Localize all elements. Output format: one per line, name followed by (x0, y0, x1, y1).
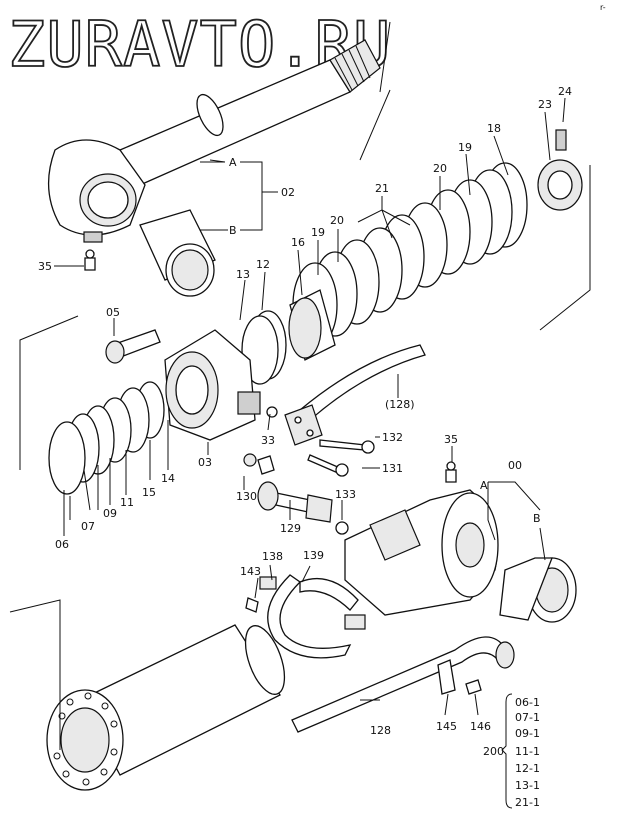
callout-03: 03 (198, 456, 212, 469)
callout-A-top: A (229, 156, 237, 169)
callout-128-paren: (128) (385, 398, 415, 411)
callout-130: 130 (236, 490, 257, 503)
callout-24: 24 (558, 85, 572, 98)
bolt-143 (245, 597, 259, 613)
callout-07: 07 (81, 520, 95, 533)
callout-33: 33 (261, 434, 275, 447)
grease-fitting-top (84, 249, 96, 271)
kit-item: 12-1 (515, 762, 540, 775)
head-seals (48, 381, 165, 495)
callout-14: 14 (161, 472, 175, 485)
callout-131: 131 (382, 462, 403, 475)
kit-item: 13-1 (515, 779, 540, 792)
callout-00: 00 (508, 459, 522, 472)
kit-item: 11-1 (515, 745, 540, 758)
tube-bushing (499, 557, 577, 623)
seal-kit-list: 200 06-1 07-1 09-1 11-1 12-1 13-1 21-1 (483, 693, 540, 809)
callout-A-bottom: A (480, 479, 488, 492)
kit-number: 200 (483, 745, 504, 758)
elbow-130 (243, 453, 275, 475)
rod-bushing (139, 209, 216, 297)
kit-item: 07-1 (515, 711, 540, 724)
callout-19a: 19 (458, 141, 472, 154)
bolts-131-132 (307, 439, 375, 477)
leader-lines (9, 21, 591, 750)
callout-B-top: B (229, 224, 237, 237)
callout-09: 09 (103, 507, 117, 520)
cylinder-barrel (46, 624, 286, 791)
callout-129: 129 (280, 522, 301, 535)
callout-23: 23 (538, 98, 552, 111)
callout-05: 05 (106, 306, 120, 319)
callout-21: 21 (375, 182, 389, 195)
callout-138: 138 (262, 550, 283, 563)
callout-13: 13 (236, 268, 250, 281)
callout-11: 11 (120, 496, 134, 509)
watermark-text: ZURAVTO.RU (8, 8, 391, 81)
callout-15: 15 (142, 486, 156, 499)
callout-19b: 19 (311, 226, 325, 239)
gland-nut (537, 129, 583, 211)
piston-rod (47, 39, 381, 243)
callout-139: 139 (303, 549, 324, 562)
pipe-129 (257, 481, 333, 523)
callout-128: 128 (370, 724, 391, 737)
hose-128-lower (291, 636, 515, 733)
callout-B-bottom: B (533, 512, 541, 525)
kit-item: 06-1 (515, 696, 540, 709)
bracket-145-146 (437, 659, 482, 695)
corner-mark: r- (600, 3, 606, 12)
callout-02: 02 (281, 186, 295, 199)
o-ring-33 (266, 406, 278, 418)
kit-item: 09-1 (515, 727, 540, 740)
kit-item: 21-1 (515, 796, 540, 809)
callout-133: 133 (335, 488, 356, 501)
cylinder-head (164, 329, 261, 441)
hose-128-upper (299, 344, 426, 421)
callout-labels: 24 23 18 19 20 21 20 19 16 13 12 A 02 B … (38, 85, 572, 737)
callout-132: 132 (382, 431, 403, 444)
callout-16: 16 (291, 236, 305, 249)
callout-12: 12 (256, 258, 270, 271)
clamp-band-139 (259, 574, 366, 659)
callout-20b: 20 (330, 214, 344, 227)
cylinder-tube-end (344, 489, 499, 616)
callout-35-bottom: 35 (444, 433, 458, 446)
callout-143: 143 (240, 565, 261, 578)
cap-screw-05 (105, 329, 161, 364)
callout-145: 145 (436, 720, 457, 733)
flange-block (284, 404, 323, 446)
callout-35-top: 35 (38, 260, 52, 273)
callout-18: 18 (487, 122, 501, 135)
callout-06: 06 (55, 538, 69, 551)
callout-146: 146 (470, 720, 491, 733)
callout-20a: 20 (433, 162, 447, 175)
o-ring-133 (335, 521, 349, 535)
grease-fitting-bottom (445, 461, 457, 483)
